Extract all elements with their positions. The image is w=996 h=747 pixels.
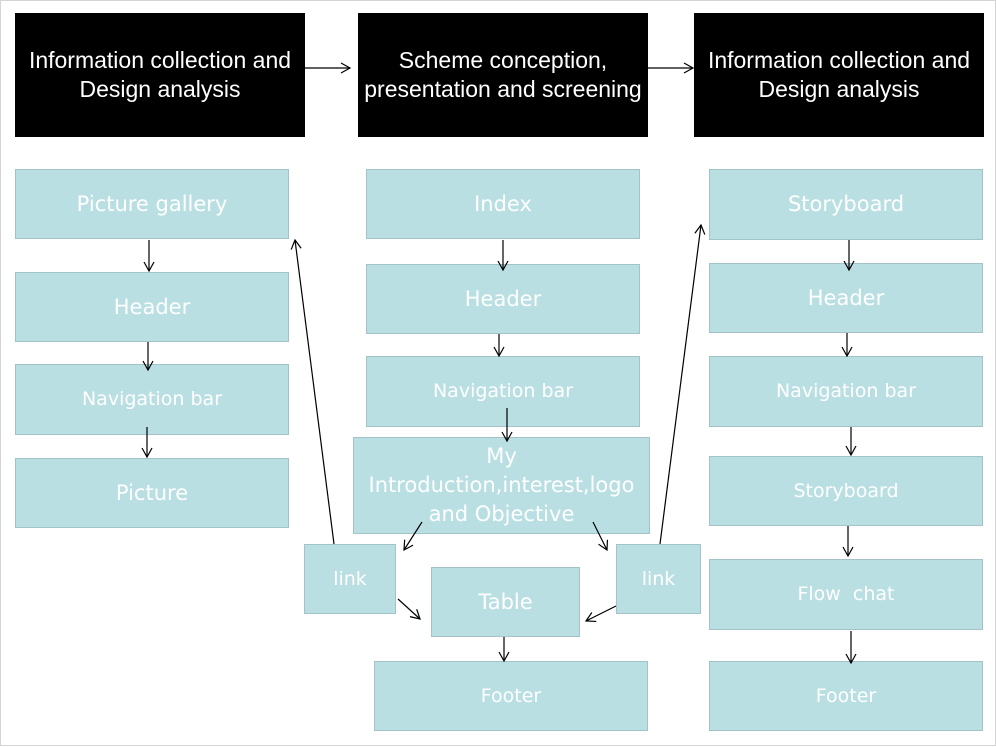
box-storyboard: Storyboard [709,456,983,526]
box-picture-gallery: Picture gallery [15,169,289,239]
arrow-link-right-to-table [584,605,617,623]
box-index: Index [366,169,640,239]
box-link-left: link [304,544,396,614]
arrow-link-right-to-storyboard [659,223,706,545]
box-flow-chat: Flow chat [709,559,983,630]
header-scheme-conception: Scheme conception, presentation and scre… [358,13,648,137]
box-right-footer: Footer [709,661,983,731]
box-right-navigation-bar: Navigation bar [709,356,983,427]
box-middle-footer: Footer [374,661,648,731]
box-introduction: My Introduction,interest,logo and Object… [353,437,650,534]
box-link-right: link [616,544,701,614]
header-info-collection-left: Information collection and Design analys… [15,13,305,137]
box-middle-navigation-bar: Navigation bar [366,356,640,427]
box-table: Table [431,567,580,637]
box-picture: Picture [15,458,289,528]
arrow-link-left-to-gallery [290,238,335,545]
box-left-navigation-bar: Navigation bar [15,364,289,435]
box-right-header: Header [709,263,983,333]
box-left-header: Header [15,272,289,342]
header-info-collection-right: Information collection and Design analys… [694,13,984,137]
box-middle-header: Header [366,264,640,334]
box-storyboard-top: Storyboard [709,169,983,240]
arrow-link-left-to-table [397,598,421,620]
